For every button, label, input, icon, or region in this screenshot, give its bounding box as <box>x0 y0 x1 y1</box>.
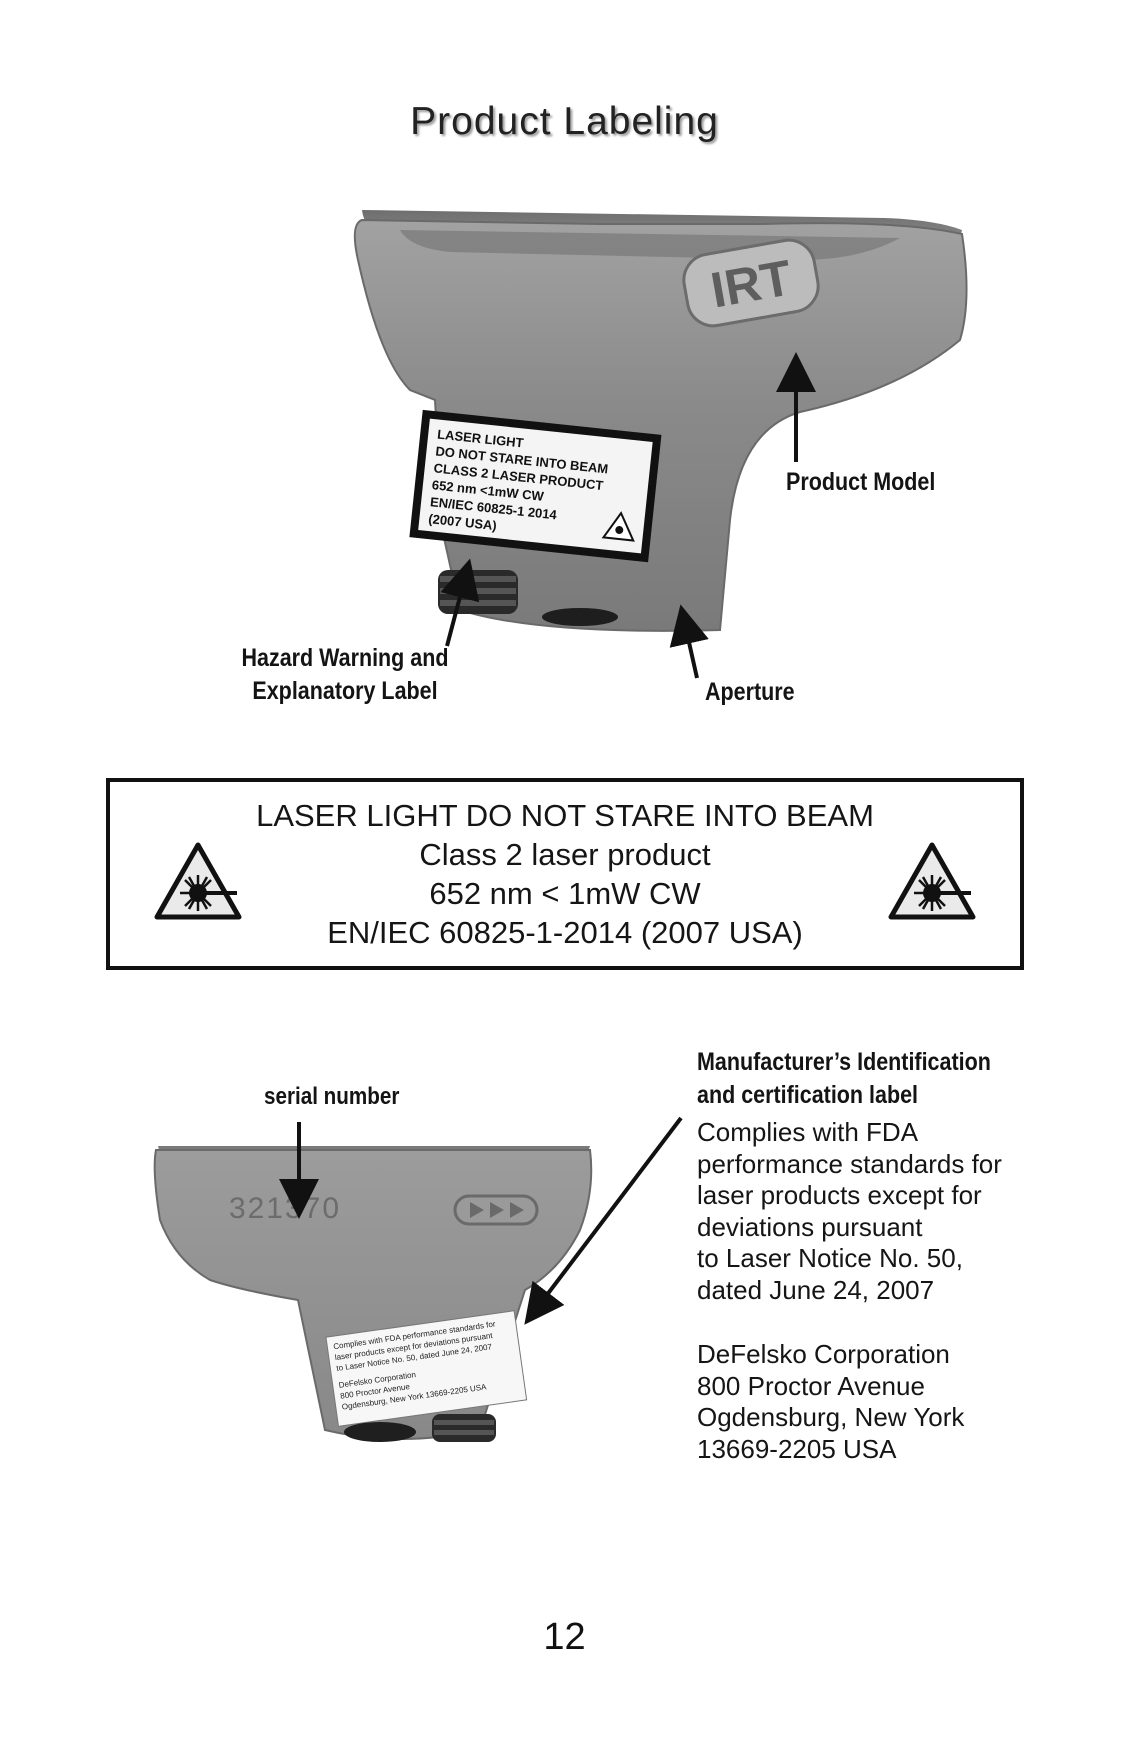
compliance-line: Complies with FDA <box>697 1117 919 1147</box>
warning-line: 652 nm < 1mW CW <box>429 876 701 911</box>
warning-line: EN/IEC 60825-1-2014 (2007 USA) <box>327 915 803 950</box>
arrow-logo-icon <box>470 1202 524 1218</box>
hazard-label-callout: Hazard Warning and Explanatory Label <box>220 642 469 708</box>
page-number: 12 <box>543 1616 586 1658</box>
warning-line: Class 2 laser product <box>419 837 711 872</box>
address-line: DeFelsko Corporation <box>697 1339 950 1369</box>
probe-connector <box>432 1414 496 1442</box>
laser-hazard-icon <box>888 842 976 920</box>
warning-text: LASER LIGHT DO NOT STARE INTO BEAM Class… <box>110 796 1020 952</box>
manufacturer-heading-line: Manufacturer’s Identification <box>697 1048 991 1076</box>
device-label-line: (2007 USA) <box>428 511 498 533</box>
compliance-line: laser products except for <box>697 1180 982 1210</box>
manufacturer-heading: Manufacturer’s Identification and certif… <box>697 1046 991 1112</box>
irt-logo-badge <box>682 238 820 328</box>
probe-bottom-illustration: 321370 Complies with FDA performance sta… <box>153 1146 593 1442</box>
certification-label-arrow <box>524 1116 683 1325</box>
address-line: Ogdensburg, New York <box>697 1402 965 1432</box>
probe-top-illustration: IRT LASER LIGHT DO NOT STARE INTO BEAM C… <box>353 210 968 632</box>
compliance-text: Complies with FDA performance standards … <box>697 1117 1002 1306</box>
hazard-label-arrow <box>440 558 480 647</box>
manufacturer-address: DeFelsko Corporation 800 Proctor Avenue … <box>697 1339 964 1465</box>
compliance-line: dated June 24, 2007 <box>697 1274 935 1305</box>
warning-line: LASER LIGHT DO NOT STARE INTO BEAM <box>256 798 874 833</box>
compliance-line: to Laser Notice No. 50, <box>697 1243 963 1273</box>
manufacturer-heading-line: and certification label <box>697 1081 919 1109</box>
aperture-arrow <box>669 604 709 679</box>
page-title: Product Labeling <box>410 100 719 143</box>
device-hazard-label: LASER LIGHT DO NOT STARE INTO BEAM CLASS… <box>409 409 662 563</box>
aperture-opening <box>542 608 618 626</box>
bottom-callout-arrows <box>279 1116 683 1325</box>
hazard-callout-line: Hazard Warning and <box>241 644 449 672</box>
aperture-opening <box>344 1422 416 1442</box>
laser-hazard-icon <box>154 842 242 920</box>
product-model-callout: Product Model <box>786 468 936 496</box>
address-line: 13669-2205 USA <box>697 1433 897 1464</box>
aperture-callout: Aperture <box>705 678 795 706</box>
address-line: 800 Proctor Avenue <box>697 1370 925 1401</box>
laser-warning-box: LASER LIGHT DO NOT STARE INTO BEAM Class… <box>106 778 1024 970</box>
top-callout-arrows <box>440 352 816 679</box>
compliance-line: performance standards for <box>697 1148 1002 1179</box>
compliance-line: deviations pursuant <box>697 1211 923 1242</box>
hazard-callout-line: Explanatory Label <box>252 677 438 705</box>
serial-number-callout: serial number <box>264 1083 400 1110</box>
certification-label: Complies with FDA performance standards … <box>325 1310 528 1427</box>
irt-logo: IRT <box>707 249 796 318</box>
